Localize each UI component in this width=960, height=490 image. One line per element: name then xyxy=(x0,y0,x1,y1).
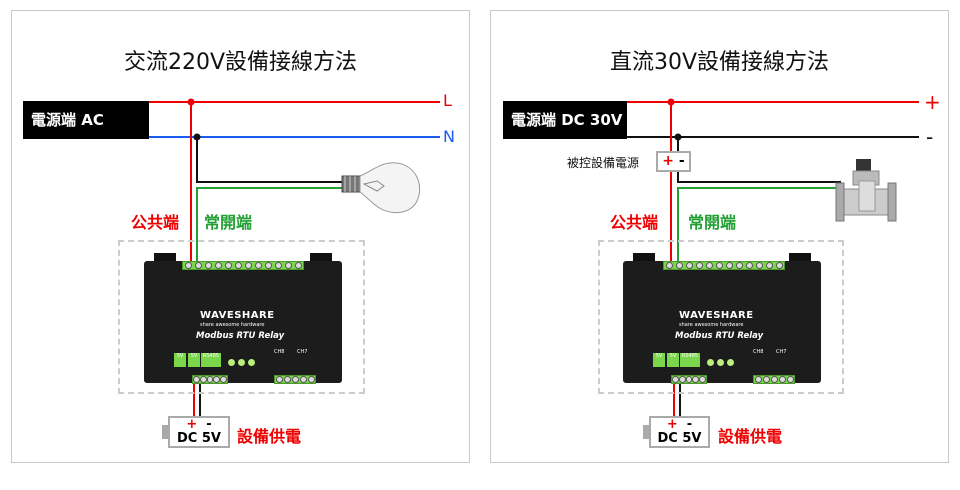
junction-dot xyxy=(674,133,682,141)
line-minus-label: - xyxy=(926,125,934,149)
panel-title: 交流220V設備接線方法 xyxy=(123,50,358,75)
neutral-to-load-wire xyxy=(196,137,344,183)
wiring-diagram xyxy=(149,98,440,416)
dc-5v-supply: + - DC 5V xyxy=(168,416,230,448)
no-wire xyxy=(677,187,841,263)
relay-device: WAVESHARE share awesome hardware Modbus … xyxy=(623,253,821,385)
minus-sign: - xyxy=(678,153,685,169)
device-model: Modbus RTU Relay xyxy=(675,331,764,341)
minus-sign: - xyxy=(686,417,693,432)
dc-wiring-panel: 直流30V設備接線方法 電源端 DC 30V + - 被控設備電源 + - 公共… xyxy=(490,10,949,463)
supply-caption: 設備供電 xyxy=(718,427,783,446)
power-source-label: 電源端 DC 30V xyxy=(503,101,627,139)
brand-logo: WAVESHARE xyxy=(200,310,275,321)
power-port-2: 5V xyxy=(188,353,200,367)
no-wire xyxy=(196,187,344,263)
no-terminal-label: 常開端 xyxy=(204,213,253,232)
line-plus-label: + xyxy=(924,90,941,114)
power-port: 5V xyxy=(174,353,186,367)
plus-sign: + xyxy=(666,417,678,432)
wiring-diagram xyxy=(627,98,919,416)
common-terminal-label: 公共端 xyxy=(610,213,659,232)
brand-logo: WAVESHARE xyxy=(679,310,754,321)
plus-sign: + xyxy=(662,153,675,169)
light-bulb-icon xyxy=(341,162,421,214)
relay-terminal-block xyxy=(182,261,304,270)
plus-sign: + xyxy=(186,417,198,432)
supply-caption: 設備供電 xyxy=(237,427,302,446)
relay-device: WAVESHARE share awesome hardware Modbus … xyxy=(144,253,342,385)
controlled-power-label: 被控設備電源 xyxy=(567,156,640,170)
panel-title: 直流30V設備接線方法 xyxy=(609,50,830,75)
junction-dot xyxy=(187,98,195,106)
rs485-port: RS485 xyxy=(201,353,221,367)
supply-voltage: DC 5V xyxy=(657,431,702,446)
ch8-label: CH8 xyxy=(753,349,764,355)
dc-5v-supply: + - DC 5V xyxy=(649,416,710,448)
brand-slogan: share awesome hardware xyxy=(200,322,265,328)
ch7-label: CH7 xyxy=(297,349,308,355)
line-l-label: L xyxy=(443,91,452,110)
solenoid-valve-icon xyxy=(835,159,897,222)
device-outline xyxy=(118,240,365,394)
relay-terminal-block xyxy=(663,261,785,270)
negative-to-load-wire xyxy=(677,137,841,183)
ac-wiring-panel: 交流220V設備接線方法 電源端 AC 220V L N 公共端 常開端 WAV… xyxy=(11,10,470,463)
minus-sign: - xyxy=(206,417,212,432)
junction-dot xyxy=(193,133,201,141)
device-outline xyxy=(598,240,844,394)
common-terminal-label: 公共端 xyxy=(131,213,180,232)
ch8-label: CH8 xyxy=(274,349,285,355)
brand-slogan: share awesome hardware xyxy=(679,322,744,328)
rs485-port: RS485 xyxy=(680,353,700,367)
ch7-label: CH7 xyxy=(776,349,787,355)
power-source-label: 電源端 AC 220V xyxy=(23,101,149,167)
junction-dot xyxy=(667,98,675,106)
power-port: 5V xyxy=(653,353,665,367)
supply-voltage: DC 5V xyxy=(177,431,221,446)
line-n-label: N xyxy=(443,127,455,146)
device-model: Modbus RTU Relay xyxy=(196,331,285,341)
controlled-power-terminal: + - xyxy=(656,151,691,172)
no-terminal-label: 常開端 xyxy=(688,213,737,232)
power-port-2: 5V xyxy=(667,353,679,367)
